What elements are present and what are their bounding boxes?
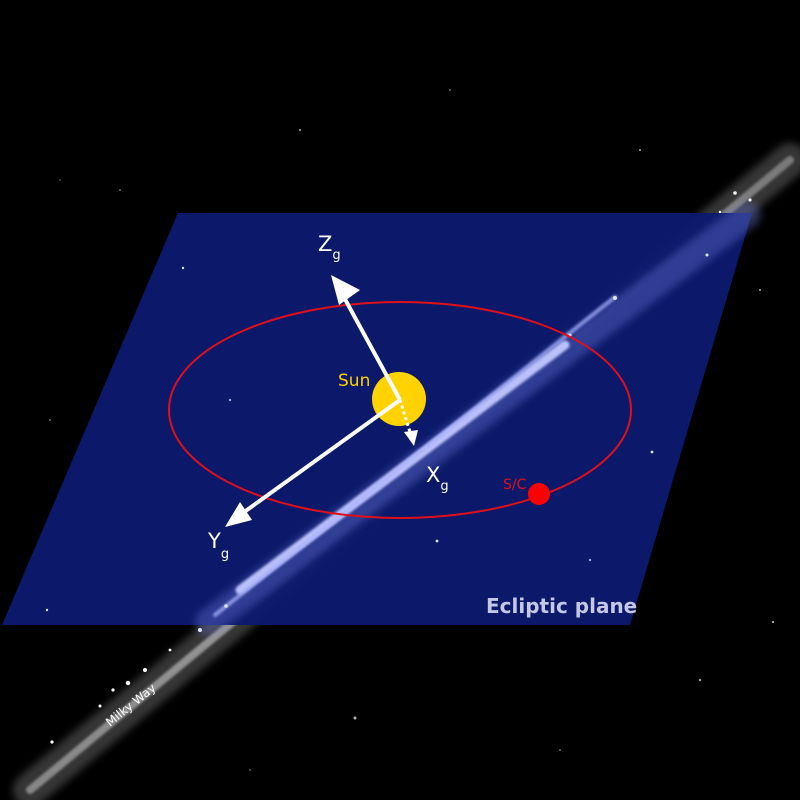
galaxy-band-in-plane <box>45 202 761 635</box>
y-axis-label: Yg <box>207 529 229 562</box>
spacecraft-label: S/C <box>503 477 527 493</box>
z-axis-label: Zg <box>318 232 341 263</box>
y-axis-arrow <box>238 398 402 517</box>
x-axis-label: Xg <box>426 463 449 494</box>
y-arrowhead <box>225 502 252 527</box>
spacecraft-marker <box>528 483 550 505</box>
ecliptic-plane-label: Ecliptic plane <box>486 594 637 618</box>
axes <box>225 275 418 527</box>
star-field <box>49 89 775 771</box>
orbit-ellipse <box>168 301 632 519</box>
ecliptic-plane <box>2 213 752 625</box>
z-axis-arrow <box>338 289 402 401</box>
z-arrowhead <box>331 275 360 305</box>
x-arrowhead <box>404 430 418 446</box>
sun-label: Sun <box>338 371 370 391</box>
